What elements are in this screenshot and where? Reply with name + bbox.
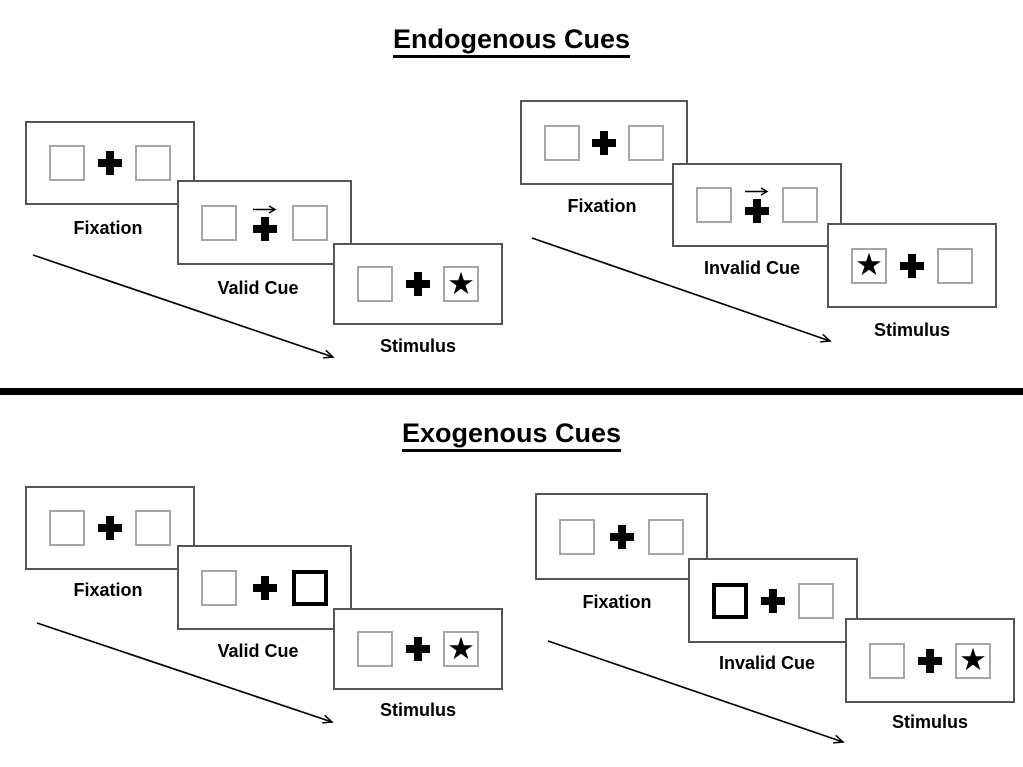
fixation-cross-icon [406, 272, 430, 296]
right-box [292, 204, 328, 241]
panel-label-fixation: Fixation [582, 592, 652, 612]
panel-endogenous-valid-stimulus: ★ [333, 243, 503, 325]
cue-arrow-right-icon [745, 187, 769, 196]
fixation-cross-icon [609, 524, 634, 549]
left-box [869, 642, 905, 679]
panel-exogenous-invalid-stimulus: ★ [845, 618, 1015, 703]
cue-arrow-right-icon [252, 204, 276, 214]
right-box [798, 582, 834, 619]
panel-label-stimulus: Stimulus [873, 320, 950, 340]
left-box [559, 518, 595, 555]
fixation-cross-icon [900, 253, 924, 278]
fixation-cross-icon [592, 130, 616, 155]
panel-label-fixation: Fixation [73, 218, 143, 238]
fixation-cross-icon [761, 588, 785, 613]
panel-label-valid-cue: Valid Cue [217, 641, 299, 661]
fixation-cross-icon [745, 199, 769, 223]
left-box [201, 569, 237, 606]
star-icon: ★ [855, 247, 883, 282]
panel-endogenous-invalid-stimulus: ★ [827, 223, 997, 308]
right-box [782, 187, 818, 223]
left-box [201, 204, 237, 241]
right-box [628, 124, 664, 161]
panel-exogenous-invalid-fixation [535, 493, 708, 580]
panel-label-valid-cue: Valid Cue [217, 278, 299, 298]
fixation-cross-icon [98, 151, 122, 175]
panel-endogenous-invalid-cue [672, 163, 842, 247]
panel-label-fixation: Fixation [73, 580, 143, 600]
star-icon: ★ [959, 642, 987, 677]
panel-label-stimulus: Stimulus [379, 700, 456, 720]
left-box: ★ [851, 247, 887, 284]
panel-exogenous-invalid-cue [688, 558, 858, 643]
timeline-arrow-endogenous-invalid [531, 237, 832, 343]
left-box [544, 124, 580, 161]
fixation-cross-icon [918, 648, 942, 673]
section-title-endogenous: Endogenous Cues [0, 24, 1023, 58]
timeline-arrow-exogenous-invalid [547, 640, 845, 744]
panel-endogenous-valid-cue [177, 180, 352, 265]
fixation-cross-icon [98, 516, 122, 540]
right-box [135, 145, 171, 181]
right-box: ★ [955, 642, 991, 679]
left-box [49, 510, 85, 546]
left-box [696, 187, 732, 223]
left-box [357, 631, 393, 667]
panel-endogenous-valid-fixation [25, 121, 195, 205]
star-icon: ★ [447, 265, 475, 301]
panel-label-stimulus: Stimulus [891, 712, 968, 732]
left-box-cue-highlight [712, 582, 748, 619]
right-box: ★ [443, 266, 479, 302]
panel-label-invalid-cue: Invalid Cue [703, 258, 801, 278]
right-box [937, 247, 973, 284]
timeline-arrow-endogenous-valid [32, 254, 335, 359]
panel-endogenous-invalid-fixation [520, 100, 688, 185]
right-box: ★ [443, 631, 479, 667]
section-divider [0, 388, 1023, 395]
panel-label-invalid-cue: Invalid Cue [718, 653, 816, 673]
section-title-endogenous-text: Endogenous Cues [392, 24, 630, 58]
panel-label-fixation: Fixation [567, 196, 637, 216]
section-title-exogenous: Exogenous Cues [0, 418, 1023, 452]
timeline-arrow-exogenous-valid [36, 622, 334, 724]
panel-exogenous-valid-stimulus: ★ [333, 608, 503, 690]
left-box [357, 266, 393, 302]
panel-exogenous-valid-cue [177, 545, 352, 630]
panel-label-stimulus: Stimulus [379, 336, 456, 356]
section-title-exogenous-text: Exogenous Cues [401, 418, 622, 452]
fixation-cross-icon [252, 216, 277, 241]
left-box [49, 145, 85, 181]
fixation-cross-icon [406, 637, 430, 661]
right-box-cue-highlight [292, 569, 328, 606]
fixation-cross-icon [252, 575, 277, 600]
panel-exogenous-valid-fixation [25, 486, 195, 570]
right-box [135, 510, 171, 546]
star-icon: ★ [447, 630, 475, 666]
right-box [648, 518, 684, 555]
